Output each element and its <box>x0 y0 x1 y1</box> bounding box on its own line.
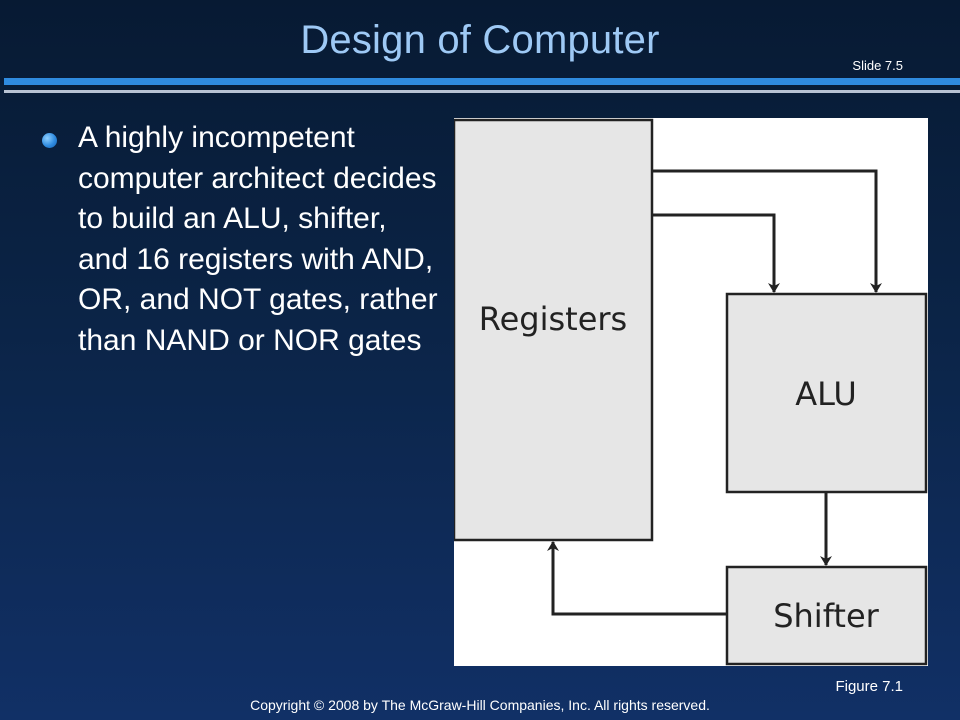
copyright-footer: Copyright © 2008 by The McGraw-Hill Comp… <box>250 697 710 713</box>
bullet-text: A highly incompetent computer architect … <box>78 121 438 357</box>
title-divider-thick <box>4 78 960 85</box>
title-divider-thin <box>4 90 960 93</box>
shifter-box <box>725 565 928 666</box>
figure-diagram: Registers ALU Shifter <box>454 118 928 666</box>
registers-to-alu-arrow-a <box>652 169 882 293</box>
alu-box <box>725 292 928 494</box>
computer-design-diagram: Registers ALU Shifter <box>454 118 928 666</box>
slide-title: Design of Computer <box>300 18 660 62</box>
bullet-dot-icon <box>42 133 57 148</box>
registers-box <box>454 118 654 542</box>
registers-label: Registers <box>479 300 627 338</box>
shifter-to-registers-arrow <box>547 541 727 616</box>
alu-label: ALU <box>795 375 857 413</box>
shifter-label: Shifter <box>773 597 879 635</box>
registers-to-alu-arrow-b <box>652 213 780 293</box>
slide-number: Slide 7.5 <box>852 58 903 73</box>
figure-caption: Figure 7.1 <box>835 678 903 695</box>
